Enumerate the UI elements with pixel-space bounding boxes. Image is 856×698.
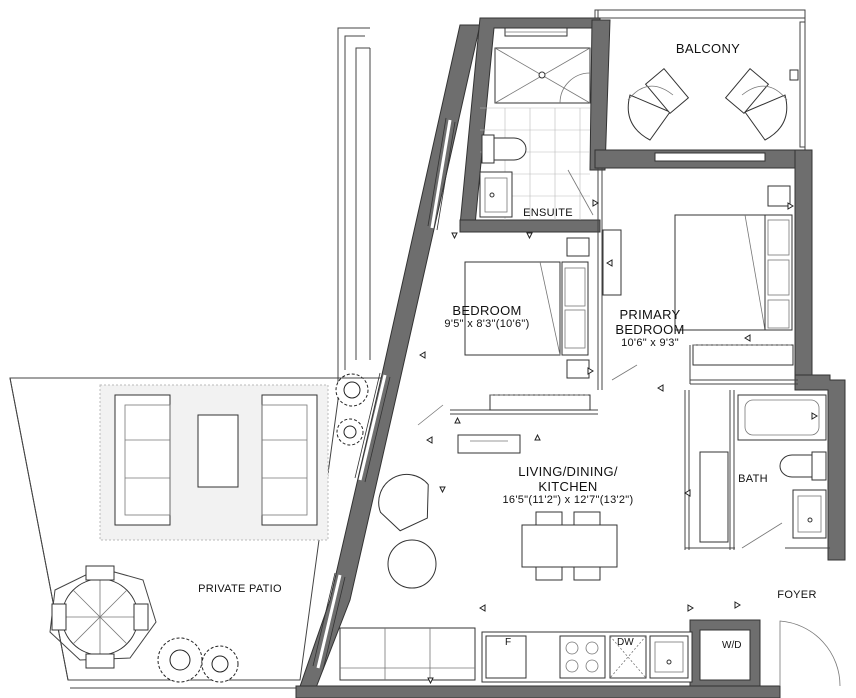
arrow-markers bbox=[419, 199, 818, 685]
bath-fixtures bbox=[699, 394, 827, 543]
kitchen-counter bbox=[481, 631, 693, 683]
room-name: BATH bbox=[738, 473, 768, 485]
room-dimensions: 16'5"(11'2") x 12'7"(13'2") bbox=[502, 494, 634, 506]
patio-coffee-table bbox=[197, 414, 239, 488]
room-name: BALCONY bbox=[675, 41, 741, 56]
patio-dining-set bbox=[49, 565, 157, 669]
patio-sofa-left bbox=[114, 394, 171, 526]
terrace-outline bbox=[337, 27, 385, 379]
room-name: PRIVATE PATIO bbox=[198, 583, 282, 595]
ensuite bbox=[479, 47, 591, 220]
windows bbox=[312, 27, 766, 671]
room-name: KITCHEN bbox=[538, 479, 598, 494]
balcony-label: BALCONY bbox=[660, 41, 756, 56]
room-dimensions: 9'5" x 8'3"(10'6") bbox=[444, 318, 530, 330]
patio-label: PRIVATE PATIO bbox=[185, 582, 295, 597]
room-name: FOYER bbox=[777, 589, 817, 601]
bedroom-bed bbox=[464, 237, 590, 379]
side-table bbox=[387, 539, 437, 589]
foyer-label: FOYER bbox=[772, 588, 822, 603]
room-dimensions: 10'6" x 9'3" bbox=[621, 337, 679, 349]
primary-bedroom-label: PRIMARY BEDROOM 10'6" x 9'3" bbox=[600, 307, 700, 350]
bedroom-label: BEDROOM 9'5" x 8'3"(10'6") bbox=[432, 303, 542, 331]
room-name: ENSUITE bbox=[523, 207, 573, 219]
sofa bbox=[339, 627, 476, 681]
washer-dryer-label: W/D bbox=[722, 640, 742, 651]
fridge-label: F bbox=[505, 637, 512, 648]
bath-label: BATH bbox=[732, 472, 774, 487]
tv-console bbox=[457, 434, 521, 454]
room-name: BEDROOM bbox=[452, 303, 522, 318]
balcony-chair-left bbox=[627, 68, 690, 141]
room-name: LIVING/DINING/ bbox=[518, 464, 618, 479]
balcony-chair-right bbox=[724, 68, 788, 141]
dishwasher-label: DW bbox=[617, 637, 634, 648]
room-name: PRIMARY bbox=[619, 307, 681, 322]
living-label: LIVING/DINING/ KITCHEN 16'5"(11'2") x 12… bbox=[488, 464, 648, 507]
dining-table bbox=[521, 511, 618, 581]
tree-icon bbox=[157, 373, 369, 683]
ensuite-label: ENSUITE bbox=[518, 206, 578, 221]
interior-walls bbox=[295, 168, 841, 698]
armchair bbox=[378, 473, 429, 532]
room-name: BEDROOM bbox=[615, 322, 685, 337]
patio-sofa-right bbox=[261, 394, 318, 526]
